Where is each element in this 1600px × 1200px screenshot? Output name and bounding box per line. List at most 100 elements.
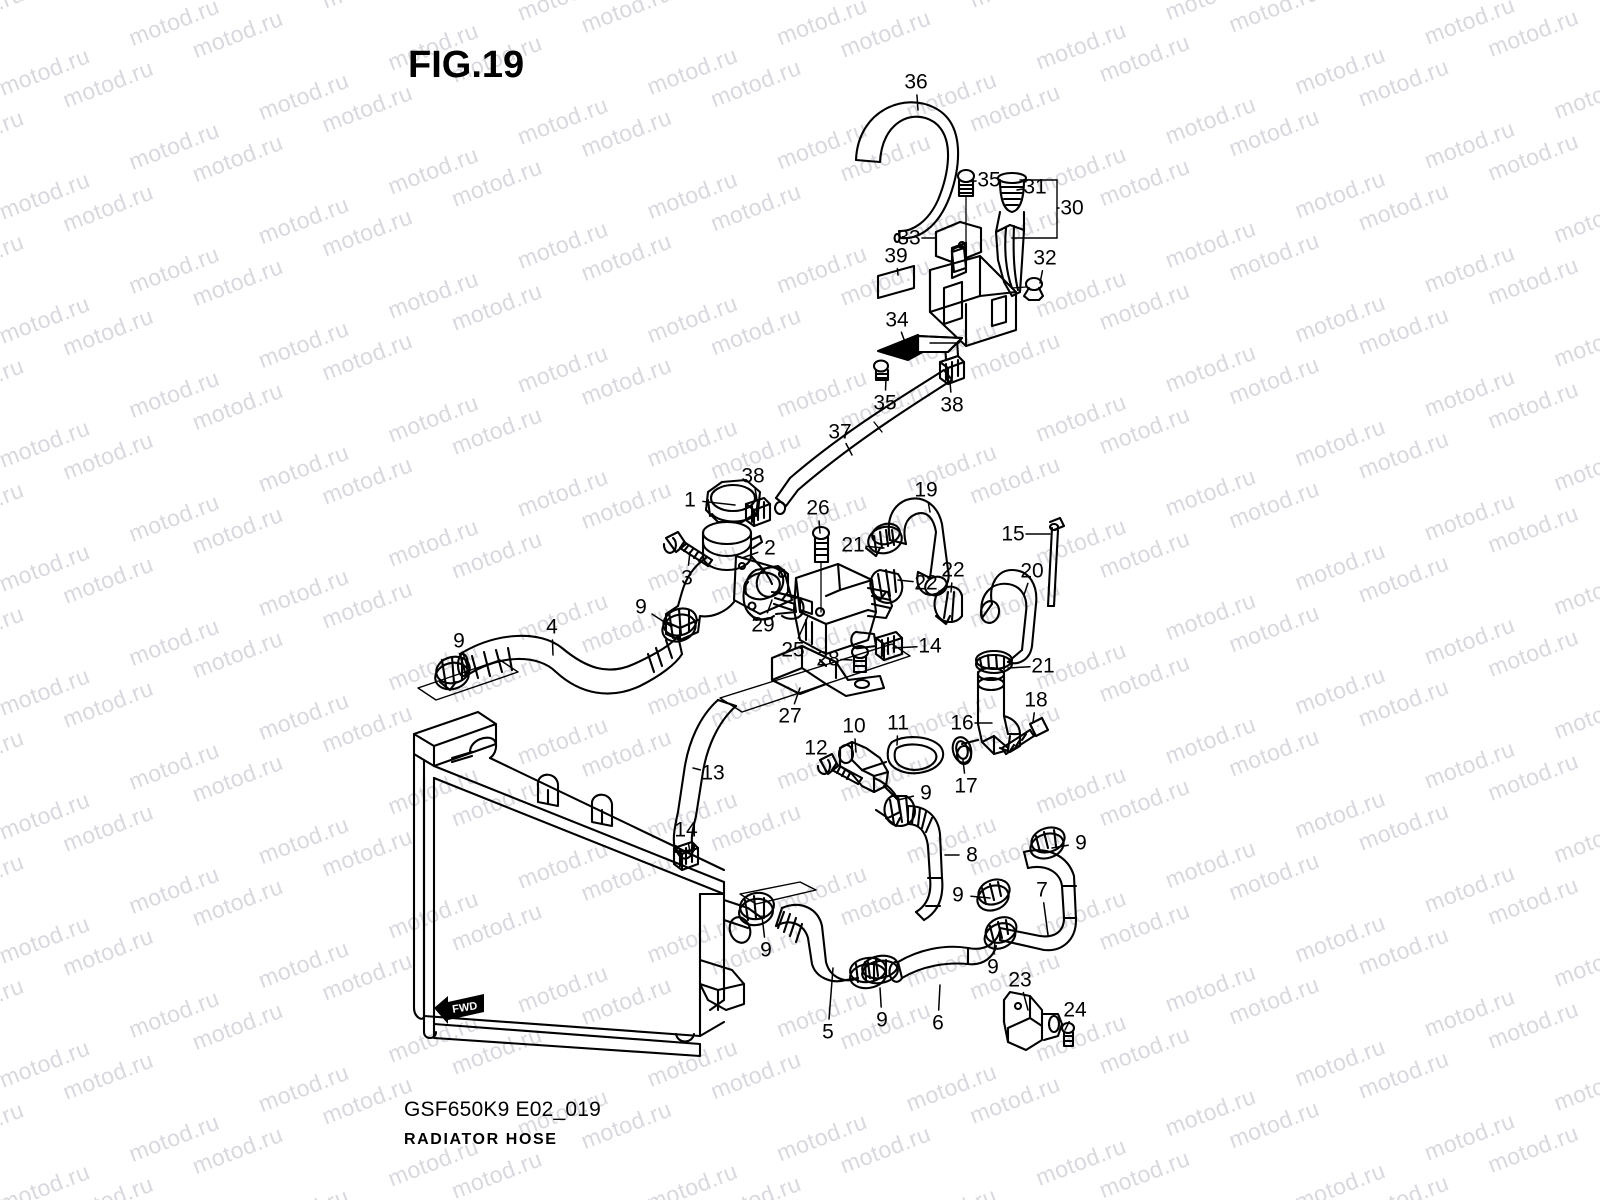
callout-number-28: 28	[816, 647, 840, 671]
leader-line-12	[820, 759, 827, 773]
callout-number-8: 8	[966, 843, 978, 867]
callout-leader-lines	[462, 94, 1070, 1031]
callout-number-9: 9	[920, 781, 932, 805]
callout-number-9: 9	[1075, 831, 1087, 855]
callout-number-31: 31	[1023, 175, 1047, 199]
callout-number-21: 21	[841, 533, 865, 557]
part-12-bolt	[816, 752, 864, 786]
callout-number-9: 9	[876, 1008, 888, 1032]
callout-number-25: 25	[781, 638, 805, 662]
leader-line-24	[1064, 1020, 1070, 1031]
part-30-reservoir-neck	[994, 210, 1026, 298]
part-38-clamp-lower	[744, 496, 772, 528]
callout-number-14: 14	[674, 818, 698, 842]
leader-line-4	[551, 639, 554, 656]
part-8-hose	[906, 804, 944, 922]
part-20-hose	[979, 568, 1038, 665]
leader-line-9	[761, 915, 766, 938]
part-3-bolt	[662, 530, 714, 568]
leader-line-3	[687, 551, 691, 566]
part-23-pipe	[1002, 990, 1064, 1052]
callout-number-11: 11	[887, 711, 909, 735]
leader-line-31	[1016, 188, 1023, 191]
callout-number-9: 9	[987, 955, 999, 979]
callout-number-35: 35	[873, 391, 897, 415]
leader-line-37	[845, 442, 853, 456]
part-6-hose	[888, 928, 1002, 983]
callout-number-1: 1	[684, 488, 696, 512]
leader-line-27	[793, 687, 801, 705]
leader-line-5	[828, 967, 834, 1020]
leader-line-19	[927, 502, 931, 513]
leader-line-7	[1042, 902, 1049, 936]
callout-number-36: 36	[904, 70, 928, 94]
callout-number-37: 37	[828, 420, 852, 444]
part-37-hose	[774, 368, 954, 515]
callout-number-15: 15	[1001, 522, 1025, 546]
callout-number-4: 4	[546, 615, 558, 639]
callout-number-39: 39	[884, 244, 908, 268]
part-31-cap	[996, 171, 1028, 214]
part-9-clamp-7	[1029, 826, 1066, 860]
callout-number-5: 5	[822, 1020, 834, 1044]
callout-number-9: 9	[952, 883, 964, 907]
caption-code: GSF650K9 E02_019	[404, 1098, 602, 1121]
callout-30-bracket	[1011, 179, 1058, 239]
callout-number-33: 33	[897, 226, 921, 250]
callout-34-arrow	[876, 333, 964, 362]
leader-line-9	[993, 939, 996, 955]
part-36-hose	[854, 101, 960, 243]
callout-number-7: 7	[1036, 878, 1048, 902]
callout-number-38: 38	[741, 464, 765, 488]
callout-number-29: 29	[751, 613, 775, 637]
callout-number-9: 9	[635, 595, 647, 619]
leader-line-14	[892, 645, 918, 649]
part-15-band	[1046, 516, 1066, 608]
callout-number-3: 3	[681, 566, 693, 590]
leader-line-18	[1032, 712, 1035, 723]
leader-line-17	[962, 759, 966, 774]
leader-line-9	[897, 795, 915, 801]
part-17-o-ring	[951, 736, 973, 764]
leader-line-39	[896, 268, 899, 276]
callout-number-26: 26	[806, 496, 830, 520]
callout-number-30: 30	[1060, 196, 1084, 220]
part-14-clamp-right	[874, 630, 904, 662]
callout-number-6: 6	[932, 1011, 944, 1035]
part-9-clamp-5	[738, 891, 775, 927]
leader-line-25	[797, 615, 809, 639]
page-title: FIG.19	[408, 44, 525, 86]
part-22-clamp-a	[869, 568, 904, 604]
callout-number-32: 32	[1033, 246, 1057, 270]
callout-number-19: 19	[914, 478, 938, 502]
leader-line-14	[687, 842, 691, 853]
part-9-clamp-4right	[661, 607, 698, 643]
leader-line-29	[766, 599, 773, 614]
callout-number-24: 24	[1063, 998, 1087, 1022]
leader-line-26	[818, 520, 821, 534]
figure-caption: GSF650K9 E02_019 RADIATOR HOSE	[404, 1098, 601, 1149]
leader-line-34	[900, 331, 907, 346]
part-21-clamp-upper	[864, 522, 903, 558]
leader-line-36	[916, 94, 919, 111]
callout-number-17: 17	[954, 774, 978, 798]
leader-line-9	[1051, 844, 1069, 849]
leader-line-22	[950, 582, 953, 593]
leader-line-22	[897, 579, 914, 583]
callout-number-9: 9	[760, 938, 772, 962]
callout-number-16: 16	[950, 711, 974, 735]
callout-number-35: 35	[977, 168, 1001, 192]
fwd-direction-badge: FWD	[434, 994, 484, 1024]
part-22-clamp-b	[933, 585, 964, 626]
callout-number-18: 18	[1024, 688, 1048, 712]
callout-number-34: 34	[885, 308, 909, 332]
radiator-assembly	[412, 710, 764, 1058]
callout-number-14: 14	[918, 634, 942, 658]
part-9-clamp-4left	[434, 655, 471, 692]
callout-number-22: 22	[914, 571, 938, 595]
callout-number-21: 21	[1031, 654, 1055, 678]
leader-line-9	[879, 987, 882, 1008]
